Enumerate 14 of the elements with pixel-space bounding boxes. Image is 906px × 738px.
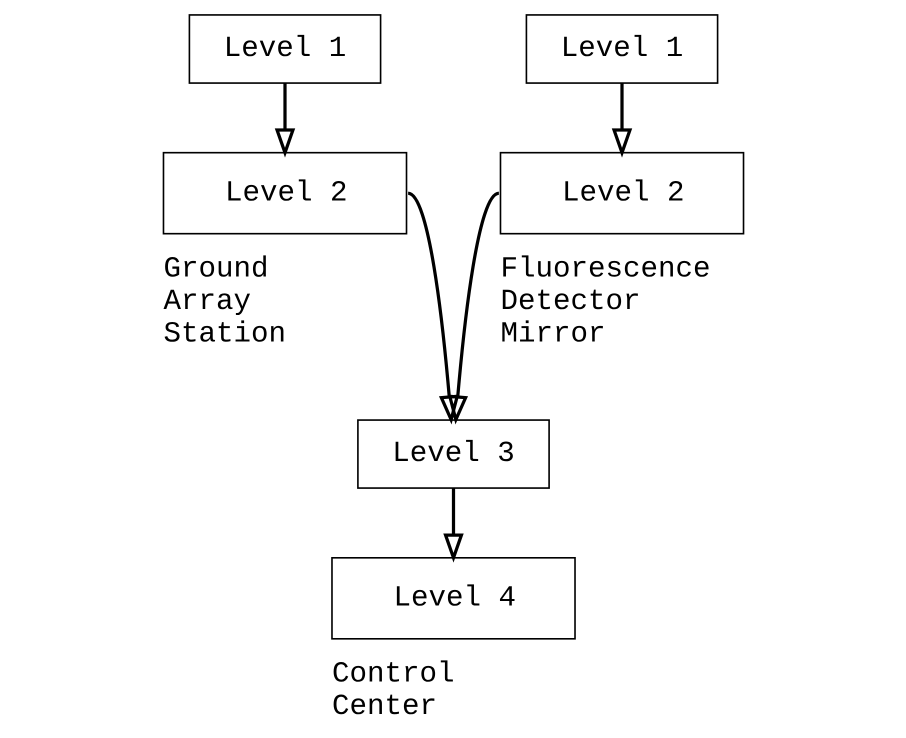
node-box: Level 2: [162, 152, 407, 235]
arrow: [447, 192, 500, 424]
arrow: [406, 192, 459, 424]
arrow: [274, 83, 295, 158]
arrow: [442, 488, 464, 563]
node-label: Ground Array Station: [162, 252, 286, 350]
node-label: Control Center: [331, 658, 454, 723]
node-box: Level 2: [499, 152, 744, 235]
node-box: Level 4: [330, 556, 576, 640]
node-box: Level 1: [525, 14, 718, 84]
arrow: [611, 83, 632, 158]
node-label: Fluorescence Detector Mirror: [500, 252, 710, 350]
node-box: Level 3: [356, 419, 550, 489]
node-box: Level 1: [188, 14, 381, 84]
